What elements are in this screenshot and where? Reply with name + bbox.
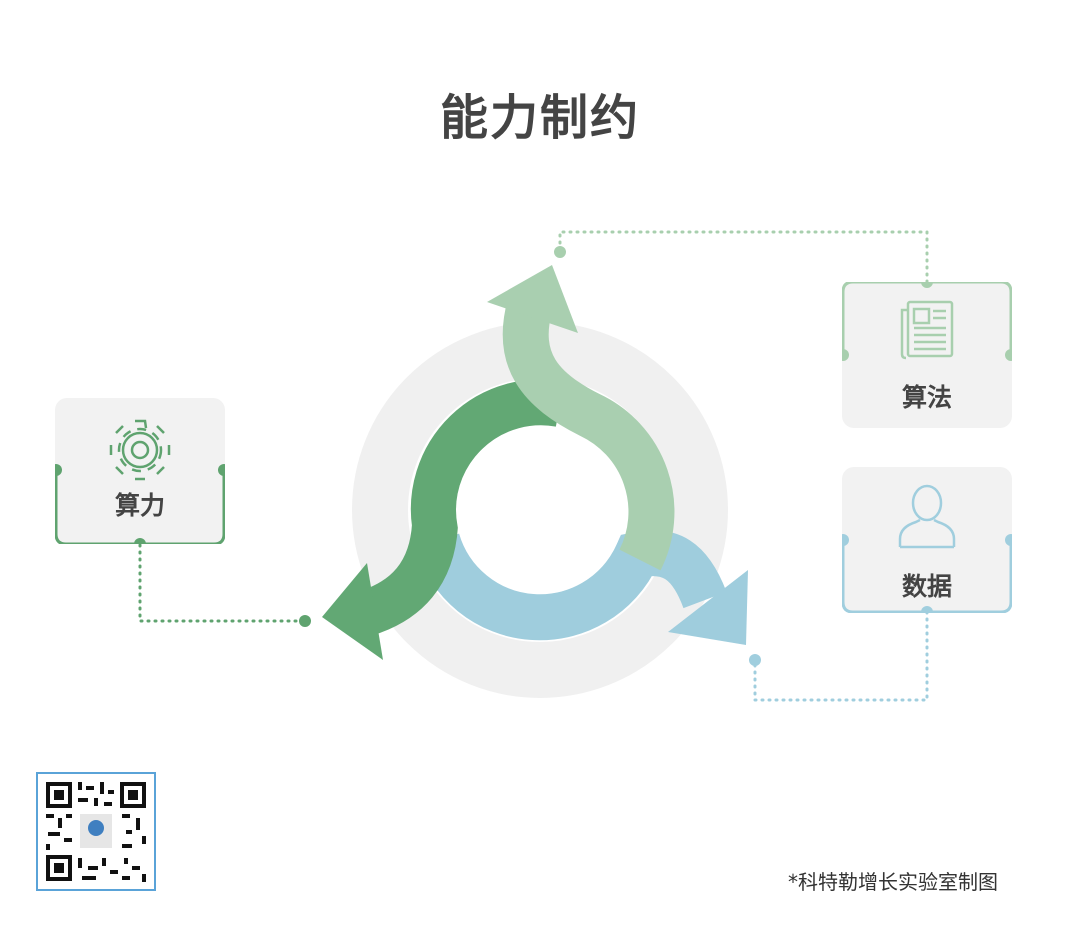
data-bracket: [842, 484, 1012, 613]
arrowhead-compute: [322, 563, 383, 660]
page-title: 能力制约: [439, 90, 640, 146]
qr-pattern: [46, 782, 146, 882]
gear-icon: [109, 419, 171, 481]
algorithm-bracket: [842, 282, 1012, 361]
inner-circle: [456, 426, 624, 594]
qr-code[interactable]: [36, 772, 156, 891]
connector-compute: [138, 543, 307, 623]
arrow-compute: [361, 379, 565, 634]
arrow-algorithm: [502, 298, 675, 571]
user-icon: [898, 484, 956, 549]
node-algorithm: 算法: [842, 282, 1012, 428]
node-data: 数据: [842, 467, 1012, 613]
connector-data: [753, 610, 929, 702]
node-compute: 算力: [55, 398, 225, 544]
connector-dot: [554, 246, 566, 258]
credit-text: *科特勒增长实验室制图: [788, 870, 998, 894]
arrowhead-data: [668, 570, 748, 645]
node-label: 数据: [901, 572, 952, 601]
arrow-data: [414, 530, 727, 641]
arrowhead-algorithm: [487, 265, 578, 333]
node-label: 算力: [114, 491, 165, 520]
connector-dot: [299, 615, 311, 627]
compute-bracket: [55, 419, 225, 544]
document-icon: [900, 300, 954, 360]
node-label: 算法: [901, 383, 952, 412]
connector-dot: [749, 654, 761, 666]
connector-algorithm: [558, 230, 929, 284]
